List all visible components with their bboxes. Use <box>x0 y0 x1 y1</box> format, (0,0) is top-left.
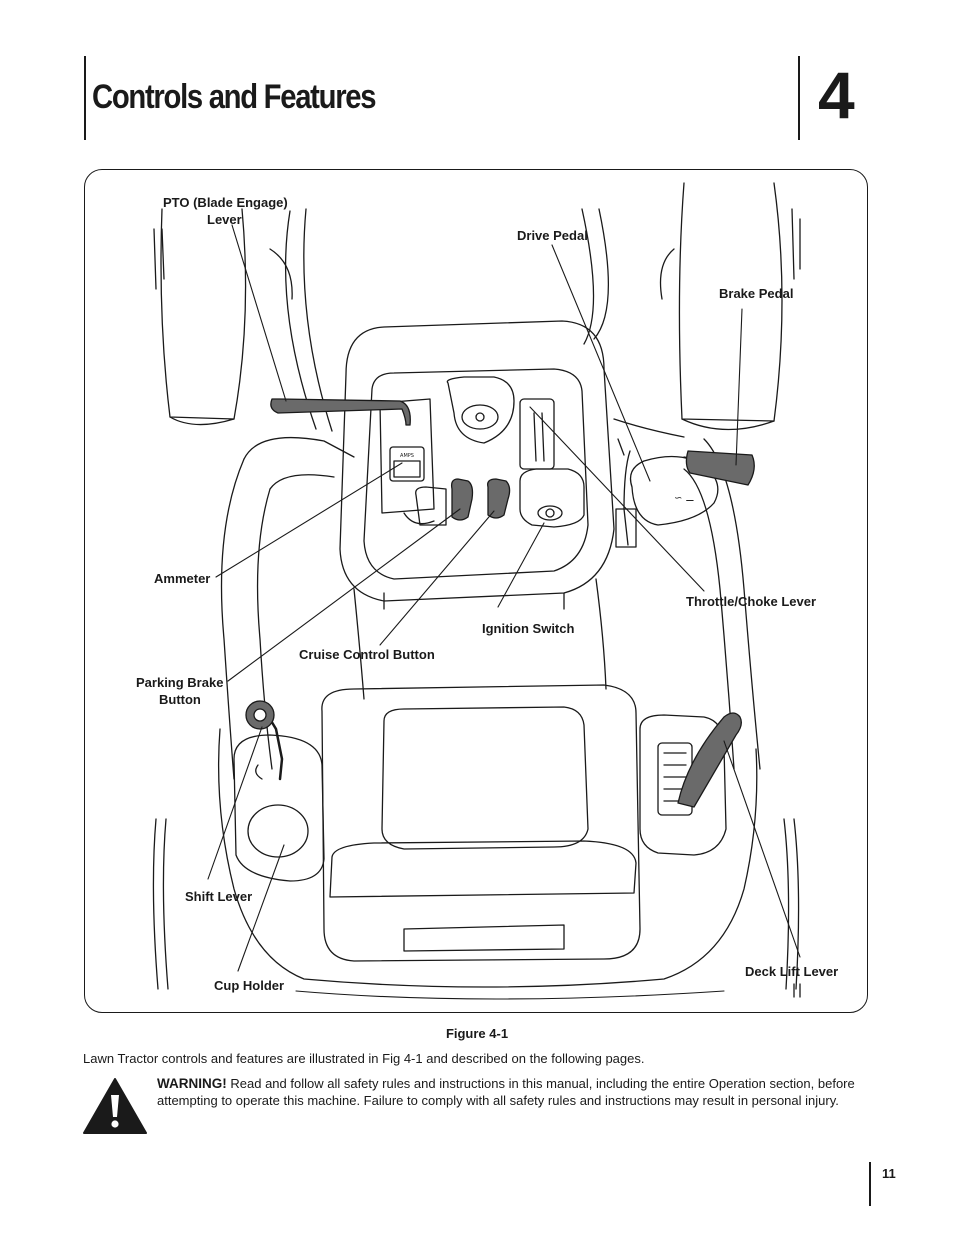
svg-text:∽ ⚊: ∽ ⚊ <box>674 493 695 504</box>
label-throttle-choke: Throttle/Choke Lever <box>686 594 817 609</box>
header-right-rule <box>798 56 800 140</box>
footer-rule <box>869 1162 871 1206</box>
chapter-number: 4 <box>818 58 855 132</box>
label-ignition-switch: Ignition Switch <box>482 621 575 636</box>
label-drive-pedal: Drive Pedal <box>517 228 588 243</box>
dashboard: AMPS <box>339 320 615 610</box>
svg-text:AMPS: AMPS <box>400 453 414 459</box>
rear-frame <box>217 728 758 988</box>
warning-triangle-icon <box>83 1078 147 1134</box>
left-rear-tire <box>152 818 169 990</box>
warning-paragraph: WARNING! Read and follow all safety rule… <box>157 1075 872 1109</box>
figure-caption: Figure 4-1 <box>445 1026 509 1041</box>
tractor-frame <box>220 418 761 780</box>
right-pod <box>639 712 742 856</box>
label-deck-lift-lever: Deck Lift Lever <box>745 964 839 979</box>
header-left-rule <box>84 56 86 140</box>
page-title: Controls and Features <box>92 78 377 116</box>
figure-frame <box>84 169 868 1013</box>
label-brake-pedal: Brake Pedal <box>719 286 794 301</box>
tractor-diagram: AMPS <box>152 182 801 1000</box>
label-pto: PTO (Blade Engage) <box>163 195 288 210</box>
hood <box>269 208 675 432</box>
warning-text: Read and follow all safety rules and ins… <box>157 1076 855 1108</box>
label-parking-brake-line2: Button <box>159 692 201 707</box>
page-number: 11 <box>882 1166 896 1181</box>
left-front-tire <box>153 208 247 426</box>
left-pod <box>233 700 325 882</box>
intro-paragraph: Lawn Tractor controls and features are i… <box>83 1051 645 1066</box>
warning-label: WARNING! <box>157 1076 227 1091</box>
right-rear-tire <box>783 818 800 990</box>
pto-lever-drawing <box>270 398 411 426</box>
right-front-tire <box>678 182 801 431</box>
label-cruise-control: Cruise Control Button <box>299 647 435 662</box>
label-cup-holder: Cup Holder <box>214 978 285 993</box>
seat <box>321 684 641 962</box>
throttle-choke-lever-drawing: ∽ ⚊ <box>615 438 755 548</box>
label-shift-lever: Shift Lever <box>185 889 253 904</box>
label-parking-brake: Parking Brake <box>136 675 224 690</box>
label-pto-line2: Lever <box>207 212 242 227</box>
leader-lines <box>207 224 801 972</box>
label-ammeter: Ammeter <box>154 571 211 586</box>
